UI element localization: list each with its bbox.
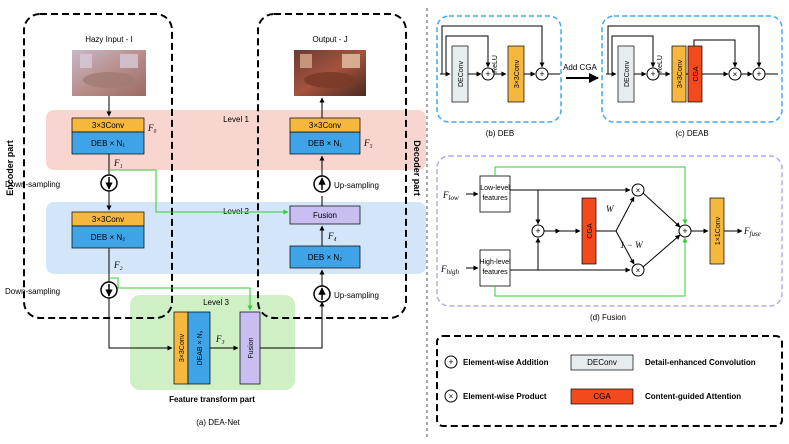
fusion-product-bottom-sym: × (636, 266, 641, 275)
deab-deconv-label: DEConv (624, 60, 631, 87)
fusion-cga-label: CGA (587, 223, 594, 239)
hazy-input-image (72, 50, 146, 96)
deb-add-1-sym: + (485, 69, 490, 79)
down-sampling-2-label: Down-sampling (5, 287, 60, 296)
fusion-product-top-sym: × (636, 186, 641, 195)
ft-conv-label: 3×3Conv (179, 333, 186, 362)
ft-deab-label: DEAB × N₃ (197, 330, 204, 365)
deab-add-1-sym: + (650, 69, 655, 79)
up-sampling-1-label: Up-sampling (334, 181, 379, 190)
fusion-add-2-sym: + (682, 226, 687, 236)
feature-transform-label: Feature transform part (169, 395, 255, 404)
enc-conv-1-label: 3×3Conv (92, 121, 124, 130)
dec-deb-1-label: DEB × N₁ (308, 139, 342, 148)
deab-product-sym: × (733, 70, 738, 79)
legend-container (436, 335, 783, 427)
enc-deb-1 (71, 131, 145, 155)
high-level-text-1: High-level (479, 259, 511, 266)
legend-deconv-desc: Detail-enhanced Convolution (645, 358, 756, 367)
level1-label: Level 1 (223, 115, 249, 124)
dec-fusion (289, 205, 361, 225)
fusion-product-bottom-icon (631, 263, 645, 277)
dea-net-caption: (a) DEA-Net (196, 418, 240, 427)
decoder-container (257, 13, 407, 319)
f4-label: F₄ (327, 231, 337, 241)
fusion-product-top-icon (631, 183, 645, 197)
deb-relu-label: ReLU (492, 55, 499, 73)
dec-fusion-label: Fusion (313, 211, 337, 220)
deab-container (601, 15, 783, 123)
f5-label: F₅ (363, 138, 373, 148)
high-level-text-2: features (482, 269, 508, 276)
w-label: W (606, 204, 615, 214)
legend-product-sym: × (449, 392, 454, 401)
f0-label: F₀ (147, 123, 157, 133)
fusion-conv-label: 1×1Conv (715, 216, 722, 245)
f2-label: F₂ (113, 260, 123, 270)
fusion-caption: (d) Fusion (590, 313, 626, 322)
legend-add-icon (444, 355, 458, 369)
dec-deb-2-label: DEB × N₂ (308, 253, 342, 262)
high-level-box (479, 249, 511, 287)
encoder-part-label: Encoder part (5, 140, 15, 196)
fusion-add-1-sym: + (535, 226, 540, 236)
dec-conv-1 (289, 117, 361, 133)
f1-label: F₁ (113, 158, 123, 168)
enc-deb-1-label: DEB × N₁ (91, 139, 125, 148)
legend-cga-box-label: CGA (593, 392, 611, 401)
fusion-container (436, 155, 783, 307)
enc-conv-2-label: 3×3Conv (92, 215, 124, 224)
down-sampling-1-label: Down-sampling (5, 180, 60, 189)
dec-conv-1-label: 3×3Conv (309, 121, 341, 130)
legend-cga-desc: Content-guided Attention (645, 392, 741, 401)
enc-deb-2 (71, 225, 145, 249)
f-low-label: Flow (442, 190, 459, 202)
legend-add-text: Element-wise Addition (463, 358, 549, 367)
ft-fusion-label: Fusion (248, 337, 255, 358)
f-high-label: Fhigh (440, 264, 459, 276)
legend-product-text: Element-wise Product (463, 392, 547, 401)
add-cga-label: Add CGA (563, 63, 597, 72)
f-fuse-label: Ffuse (743, 226, 761, 238)
level3-band (130, 295, 295, 390)
f3-label: F₃ (215, 334, 225, 344)
legend-deconv-box (570, 354, 634, 371)
output-label: Output - J (312, 35, 347, 44)
deab-caption: (c) DEAB (675, 129, 708, 138)
up-sampling-2-label: Up-sampling (334, 291, 379, 300)
deab-conv-label: 3×3Conv (677, 59, 684, 88)
dec-deb-2 (289, 245, 361, 269)
deb-caption: (b) DEB (486, 129, 514, 138)
deb-deconv-label: DEConv (458, 60, 465, 87)
encoder-container (23, 13, 173, 319)
legend-deconv-box-label: DEConv (587, 358, 617, 367)
deab-relu-label: ReLU (657, 55, 664, 73)
one-minus-w-label: 1 − W (620, 240, 644, 250)
low-level-text-2: features (482, 195, 508, 202)
deb-add-2-sym: + (539, 69, 544, 79)
low-level-text-1: Low-level (480, 185, 510, 192)
low-level-box (479, 175, 511, 213)
legend-product-icon (444, 389, 458, 403)
deb-conv-label: 3×3Conv (514, 59, 521, 88)
input-label: Hazy Input - I (85, 35, 133, 44)
deab-cga-label: CGA (693, 66, 700, 82)
enc-deb-2-label: DEB × N₂ (91, 233, 125, 242)
deab-add-2-sym: + (756, 69, 761, 79)
level3-label: Level 3 (203, 298, 229, 307)
output-image (294, 50, 366, 96)
deb-container (436, 15, 562, 123)
decoder-part-label: Decoder part (412, 140, 422, 196)
legend-cga-box (570, 388, 634, 405)
legend-add-sym: + (448, 357, 453, 367)
